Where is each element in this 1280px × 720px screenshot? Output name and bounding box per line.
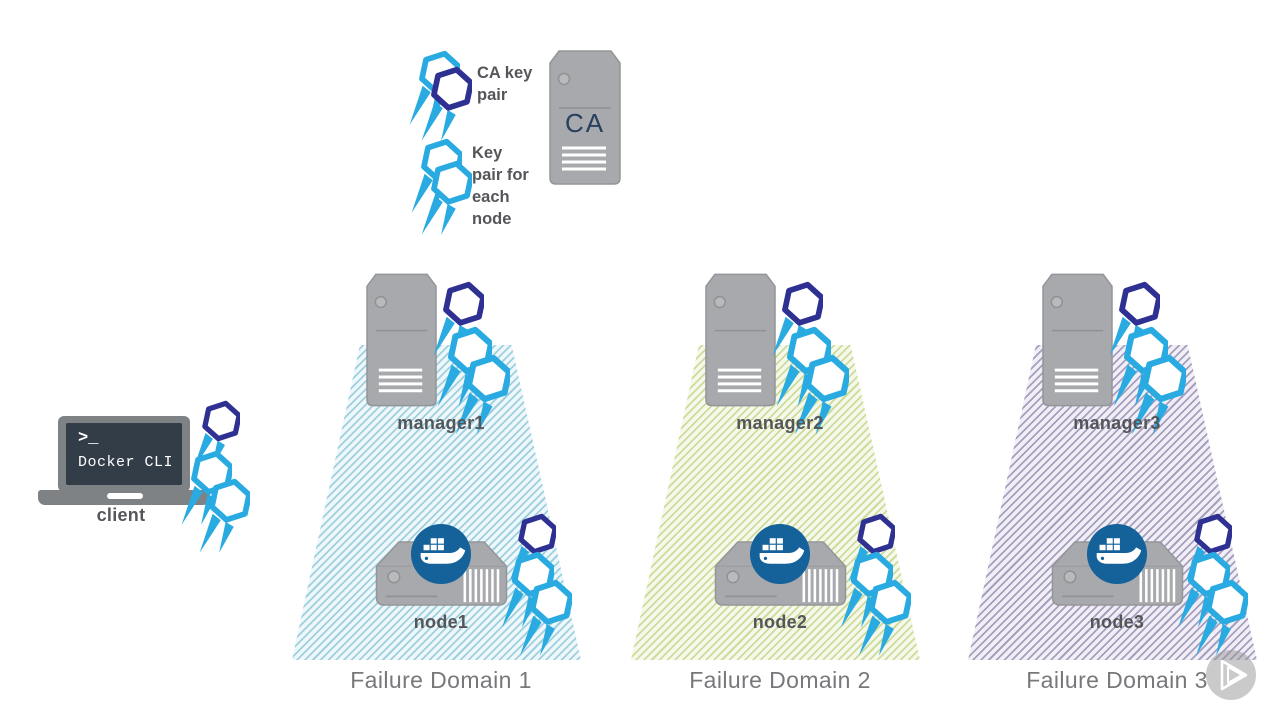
node-key-pair-icon-front-key [420, 160, 472, 238]
terminal-screen: >_ Docker CLI [66, 423, 182, 485]
failure-domain-3-group: manager3 node3 Failure Domain 3 [956, 0, 1280, 720]
manager2-label: manager2 [736, 413, 824, 433]
terminal-prompt: >_ [78, 429, 99, 448]
failure-domain-2-group: manager2 node2 Failure Domain 2 [619, 0, 939, 720]
client-label: client [96, 505, 146, 525]
node2-label: node2 [752, 612, 808, 632]
laptop-notch [107, 493, 143, 499]
manager1-server-icon [366, 273, 437, 407]
ca-key-pair-icon-indigo-key [420, 66, 472, 144]
laptop-base [38, 490, 210, 505]
client-blue-key-pair-front-icon [198, 478, 250, 556]
client-laptop-icon: >_ Docker CLI [58, 416, 190, 492]
ca-server-label: CA [564, 108, 606, 138]
node1-docker-whale-icon [410, 523, 472, 585]
play-button[interactable] [1205, 649, 1257, 701]
node1-label: node1 [413, 612, 469, 632]
failure-domain-1-group: manager1 node1 Failure Domain 1 [280, 0, 600, 720]
failure-domain-1-label: Failure Domain 1 [350, 667, 532, 693]
node3-docker-whale-icon [1086, 523, 1148, 585]
manager3-server-icon [1042, 273, 1113, 407]
failure-domain-3-label: Failure Domain 3 [1026, 667, 1208, 693]
node2-docker-whale-icon [749, 523, 811, 585]
manager3-label: manager3 [1073, 413, 1161, 433]
terminal-command-text: Docker CLI [78, 454, 174, 471]
node3-label: node3 [1089, 612, 1145, 632]
failure-domain-2-label: Failure Domain 2 [689, 667, 871, 693]
manager2-server-icon [705, 273, 776, 407]
manager1-label: manager1 [397, 413, 485, 433]
